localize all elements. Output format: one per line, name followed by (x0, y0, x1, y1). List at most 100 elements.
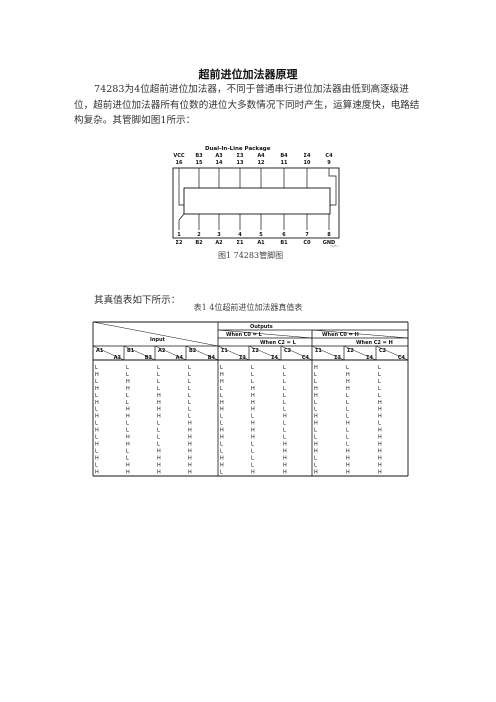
table-cell: H (188, 421, 192, 427)
top-pin-number: 13 (237, 160, 244, 166)
table-cell: L (346, 435, 349, 441)
bottom-pin-label: A2 (215, 240, 223, 246)
table-cell: H (126, 379, 130, 385)
table-rule (123, 345, 156, 361)
pinout-diagram: Dual-In-Line Package VCC16B315A314Σ313A4… (172, 146, 340, 248)
column-header-top: Σ2 (252, 348, 259, 354)
table-cell: H (126, 462, 130, 468)
table-cell: H (346, 448, 350, 454)
table-cell: L (314, 379, 317, 385)
table-cell: L (283, 428, 286, 434)
table-cell: H (220, 462, 224, 468)
table-cell: H (251, 428, 255, 434)
column-header-bottom: C4 (302, 355, 310, 361)
table-cell: H (95, 386, 99, 392)
column-header-bottom: A4 (176, 355, 184, 361)
table-cell: H (220, 407, 224, 413)
bottom-pin-number: 8 (327, 232, 331, 238)
table-cell: L (220, 414, 223, 420)
table-cell: H (95, 441, 99, 447)
table-cell: L (378, 421, 381, 427)
bottom-pin-label: C0 (303, 240, 311, 246)
table-cell: H (251, 400, 255, 406)
table-cell: H (157, 462, 161, 468)
table-cell: H (314, 469, 318, 475)
table-cell: L (126, 448, 129, 454)
table-rule (185, 345, 219, 361)
table-cell: H (157, 400, 161, 406)
table-cell: L (220, 448, 223, 454)
table-cell: L (314, 407, 317, 413)
table-cell: H (378, 407, 382, 413)
table-cell: L (95, 462, 98, 468)
table-cell: L (283, 379, 286, 385)
table-cell: L (220, 421, 223, 427)
table-cell: H (95, 414, 99, 420)
top-pin-number: 9 (327, 160, 331, 166)
table-cell: L (251, 448, 254, 454)
table-cell: L (251, 462, 254, 468)
table-rule (92, 345, 125, 361)
table-cell: H (283, 469, 287, 475)
table-cell: H (314, 441, 318, 447)
table-cell: L (283, 435, 286, 441)
table-cell: L (126, 421, 129, 427)
table-cell: L (346, 407, 349, 413)
table-cell: H (95, 469, 99, 475)
bottom-pin-number: 3 (217, 232, 221, 238)
pin-wire (178, 213, 185, 230)
table-cell: L (95, 421, 98, 427)
table-cell: H (314, 448, 318, 454)
table-cell: L (126, 428, 129, 434)
when-c0-h-header: When C0 = H (322, 332, 359, 338)
table-cell: L (314, 428, 317, 434)
table-cell: L (346, 428, 349, 434)
column-header-bottom: Σ3 (239, 355, 246, 361)
table-cell: H (251, 386, 255, 392)
table-cell: L (346, 400, 349, 406)
column-header-top: C2 (284, 348, 292, 354)
table-cell: L (157, 365, 160, 371)
table-cell: H (314, 365, 318, 371)
table-cell: L (314, 372, 317, 378)
table-cell: H (378, 414, 382, 420)
top-pin-label: C4 (325, 153, 333, 159)
pin-wire (178, 168, 184, 206)
bottom-pin-label: Σ1 (237, 240, 244, 246)
table-cell: L (314, 455, 317, 461)
table-cell: L (188, 365, 191, 371)
table-cell: H (220, 455, 224, 461)
bottom-pin-label: Σ2 (176, 240, 183, 246)
bottom-pin-label: B1 (280, 240, 288, 246)
intro-paragraph: 74283为4位超前进位加法器，不同于普通串行进位加法器由低到高逐级进位，超前进… (74, 84, 420, 126)
bottom-pin-label: GND (323, 240, 335, 246)
table-cell: L (378, 386, 381, 392)
column-header-top: B2 (189, 348, 197, 354)
column-header-top: A1 (96, 348, 104, 354)
table-cell: H (378, 462, 382, 468)
bottom-pin-label: B2 (195, 240, 203, 246)
table-cell: H (283, 441, 287, 447)
figure-note: TL/F/... (329, 244, 340, 248)
table-cell: H (157, 455, 161, 461)
table-cell: L (314, 462, 317, 468)
chip-body (183, 187, 331, 215)
table-cell: H (126, 435, 130, 441)
table-cell: L (378, 379, 381, 385)
table-cell: H (157, 407, 161, 413)
when-c0-l-header: When C0 = L (226, 332, 263, 338)
table-cell: H (346, 386, 350, 392)
table-cell: H (220, 379, 224, 385)
table-cell: L (251, 365, 254, 371)
table-cell: L (378, 372, 381, 378)
table-cell: H (346, 455, 350, 461)
top-pin-number: 16 (176, 160, 183, 166)
table-cell: H (378, 441, 382, 447)
table-cell: L (251, 414, 254, 420)
